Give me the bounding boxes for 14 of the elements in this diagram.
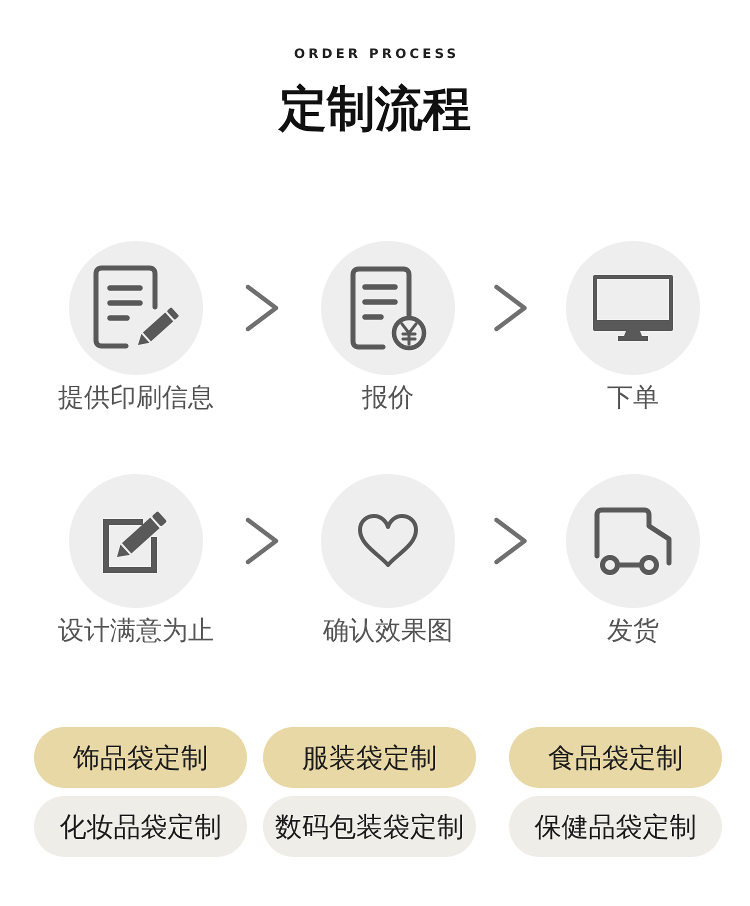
step-label: 提供印刷信息 bbox=[58, 383, 214, 414]
category-pill: 保健品袋定制 bbox=[509, 796, 722, 857]
title: 定制流程 bbox=[279, 82, 471, 138]
step-label: 确认效果图 bbox=[323, 616, 453, 648]
step-label: 下单 bbox=[607, 383, 659, 414]
category-pill: 饰品袋定制 bbox=[34, 727, 247, 788]
category-pill: 化妆品袋定制 bbox=[34, 796, 247, 857]
category-pill: 数码包装袋定制 bbox=[263, 796, 476, 857]
category-pill: 食品袋定制 bbox=[509, 727, 722, 788]
step-label: 设计满意为止 bbox=[58, 616, 214, 648]
step-label: 发货 bbox=[607, 616, 659, 648]
subtitle: ORDER PROCESS bbox=[292, 47, 460, 63]
step-label: 报价 bbox=[362, 383, 414, 414]
category-pill: 服装袋定制 bbox=[263, 727, 476, 788]
